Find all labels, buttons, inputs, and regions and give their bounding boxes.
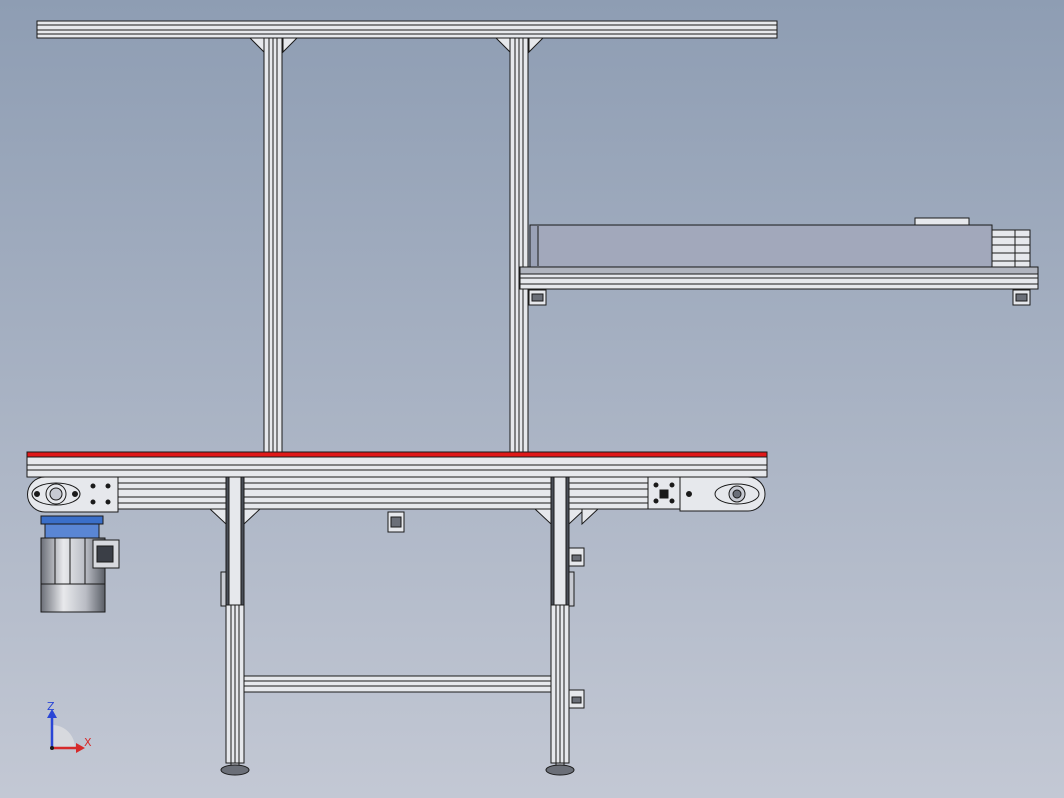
upper-shelf-beam xyxy=(519,266,1039,290)
upright-post-left xyxy=(263,37,283,456)
conveyor-belt xyxy=(26,451,768,478)
leveling-feet xyxy=(220,762,575,776)
xyz-triad-icon: Z X xyxy=(47,700,92,753)
support-leg-right xyxy=(550,476,575,764)
conveyor-underside-brackets xyxy=(208,508,600,533)
leg-cross-brace xyxy=(243,675,552,693)
gear-motor xyxy=(40,515,120,613)
upper-conveyor-housing xyxy=(529,217,1031,269)
triad-x-label: X xyxy=(84,736,92,749)
overhead-beam xyxy=(36,20,778,39)
upper-shelf-feet xyxy=(528,289,1031,306)
triad-z-label: Z xyxy=(47,700,55,713)
idler-end-plate xyxy=(647,476,766,512)
drive-end-plate xyxy=(27,476,119,513)
overhead-brackets xyxy=(248,37,545,54)
upright-post-right xyxy=(509,37,529,456)
sensor-brackets xyxy=(568,547,585,709)
